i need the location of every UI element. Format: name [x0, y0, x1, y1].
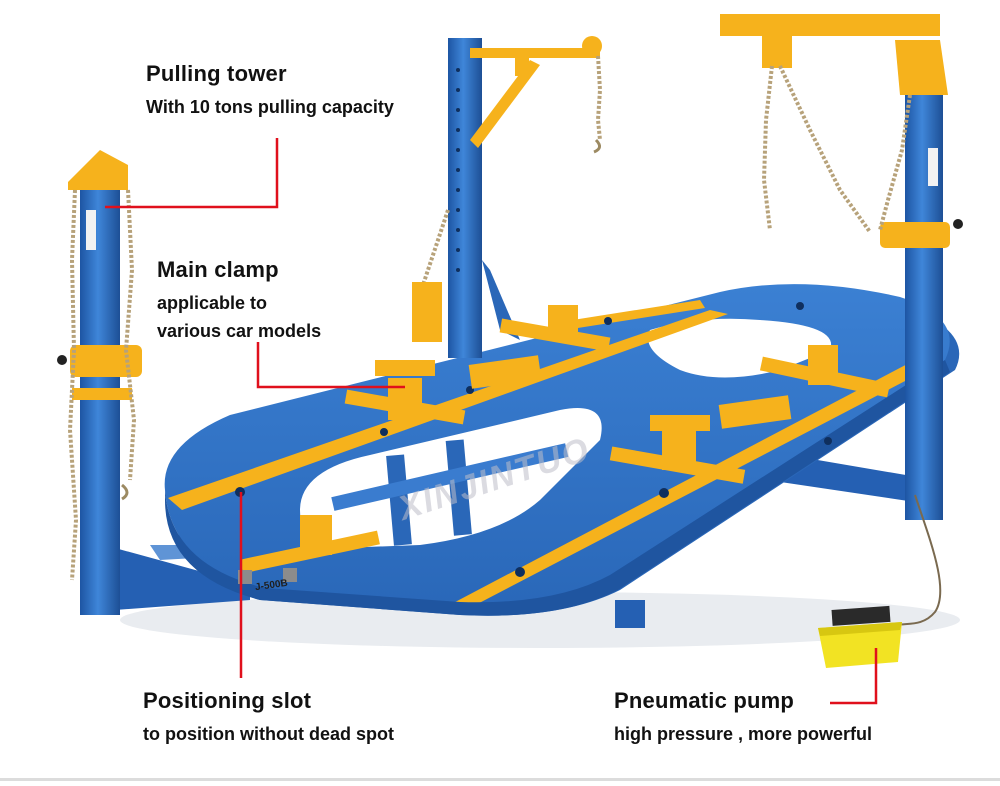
pulling-tower-title: Pulling tower — [146, 61, 287, 86]
main-clamp-title: Main clamp — [157, 257, 279, 282]
callout-leaders — [105, 138, 878, 705]
main-clamp-desc-line1: applicable to — [157, 293, 268, 313]
bottom-divider — [0, 778, 1000, 781]
pneumatic-pump-drawing — [818, 494, 942, 668]
ground-shadow — [120, 592, 960, 648]
positioning-slot-desc: to position without dead spot — [143, 724, 394, 744]
leader-pneumatic-pump — [830, 648, 878, 705]
leader-main-clamp — [256, 342, 405, 389]
center-tower — [412, 36, 603, 358]
right-tower — [720, 14, 963, 520]
pulling-tower-desc: With 10 tons pulling capacity — [146, 97, 394, 117]
leader-pulling-tower — [105, 138, 279, 209]
pneumatic-pump-desc: high pressure , more powerful — [614, 724, 873, 744]
main-clamp-desc-line2: various car models — [157, 321, 322, 341]
pneumatic-pump-title: Pneumatic pump — [614, 688, 795, 713]
left-tower — [57, 150, 142, 615]
positioning-slot-title: Positioning slot — [143, 688, 312, 713]
